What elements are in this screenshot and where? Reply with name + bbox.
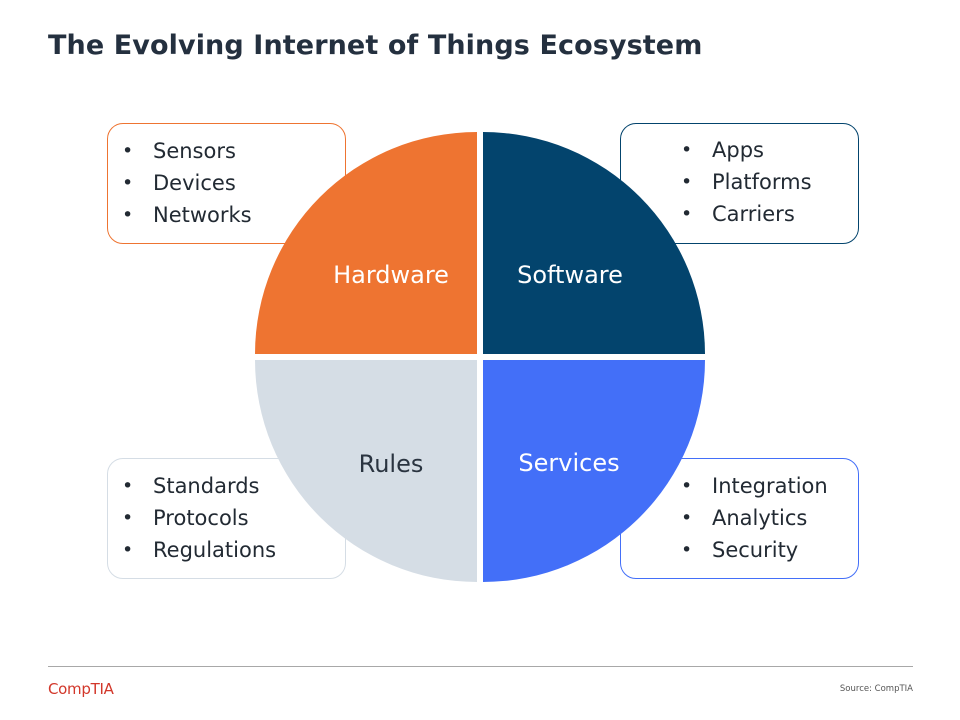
list-item: •Devices [122,167,252,199]
services-quadrant [483,360,705,582]
page-title: The Evolving Internet of Things Ecosyste… [48,30,703,61]
list-item: •Protocols [122,502,276,534]
bullet-icon: • [681,475,693,497]
bullet-icon: • [122,204,134,226]
rules-items-list: •Standards •Protocols •Regulations [122,470,276,566]
software-label: Software [517,261,623,289]
bullet-icon: • [122,172,134,194]
rules-label: Rules [359,450,424,478]
bullet-icon: • [681,171,693,193]
bullet-icon: • [681,203,693,225]
bullet-icon: • [122,539,134,561]
bullet-icon: • [681,539,693,561]
list-item: •Standards [122,470,276,502]
bullet-icon: • [681,507,693,529]
list-item: •Apps [681,134,812,166]
list-item: •Carriers [681,198,812,230]
list-item: •Integration [681,470,828,502]
services-items-list: •Integration •Analytics •Security [681,470,828,566]
list-item: •Platforms [681,166,812,198]
rules-quadrant [255,360,477,582]
list-item: •Networks [122,199,252,231]
hardware-items-list: •Sensors •Devices •Networks [122,135,252,231]
software-items-list: •Apps •Platforms •Carriers [681,134,812,230]
bullet-icon: • [681,139,693,161]
bullet-icon: • [122,140,134,162]
list-item: •Sensors [122,135,252,167]
list-item: •Security [681,534,828,566]
hardware-quadrant [255,132,477,354]
footer-divider [48,666,913,667]
services-label: Services [518,449,619,477]
hardware-label: Hardware [333,261,449,289]
list-item: •Regulations [122,534,276,566]
software-quadrant [483,132,705,354]
source-note: Source: CompTIA [839,684,913,694]
bullet-icon: • [122,475,134,497]
comptia-logo: CompTIA [48,680,114,698]
bullet-icon: • [122,507,134,529]
list-item: •Analytics [681,502,828,534]
